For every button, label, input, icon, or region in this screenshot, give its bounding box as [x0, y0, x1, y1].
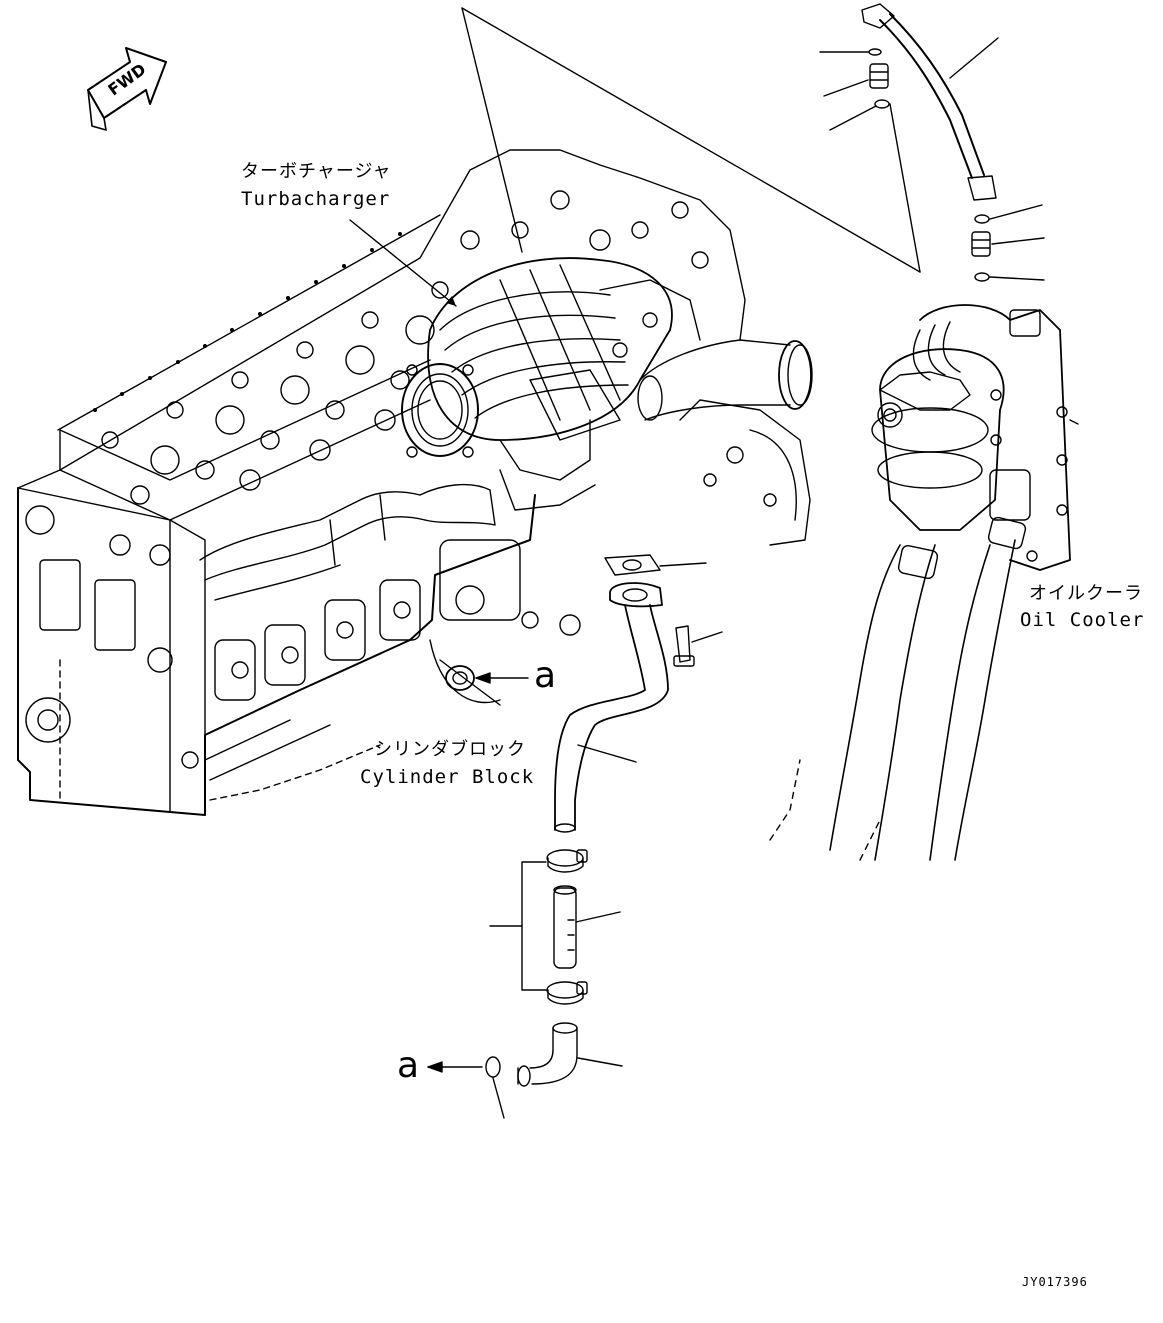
turbocharger-leader	[350, 220, 456, 306]
fwd-arrow-icon	[88, 48, 166, 130]
cylinder-block-label-en: Cylinder Block	[360, 766, 535, 788]
turbocharger-label-jp: ターボチャージャ	[241, 161, 392, 182]
connection-label-a-bottom: a	[397, 1045, 420, 1086]
engine-block	[18, 150, 810, 815]
detail-leader-triangle	[462, 8, 920, 272]
connection-arrow-a-top	[476, 673, 528, 683]
elbow-fitting	[486, 1023, 622, 1118]
connection-arrow-a-bottom	[428, 1062, 482, 1072]
hose-clamp-set	[490, 850, 620, 1004]
connection-label-a-top: a	[534, 655, 557, 696]
oil-cooler	[872, 305, 1078, 570]
oil-cooler-label-jp: オイルクーラ	[1029, 583, 1143, 604]
oil-cooler-label-en: Oil Cooler	[1020, 609, 1145, 631]
cylinder-block-label-jp: シリンダブロック	[374, 739, 526, 760]
drawing-code: JY017396	[1022, 1275, 1088, 1289]
turbocharger-label-en: Turbacharger	[241, 188, 391, 210]
oil-cooler-hoses	[770, 516, 1027, 860]
turbocharger	[402, 258, 812, 510]
oil-drain-tube	[555, 555, 722, 832]
oil-supply-hose	[862, 4, 998, 200]
top-fittings	[820, 49, 1044, 281]
